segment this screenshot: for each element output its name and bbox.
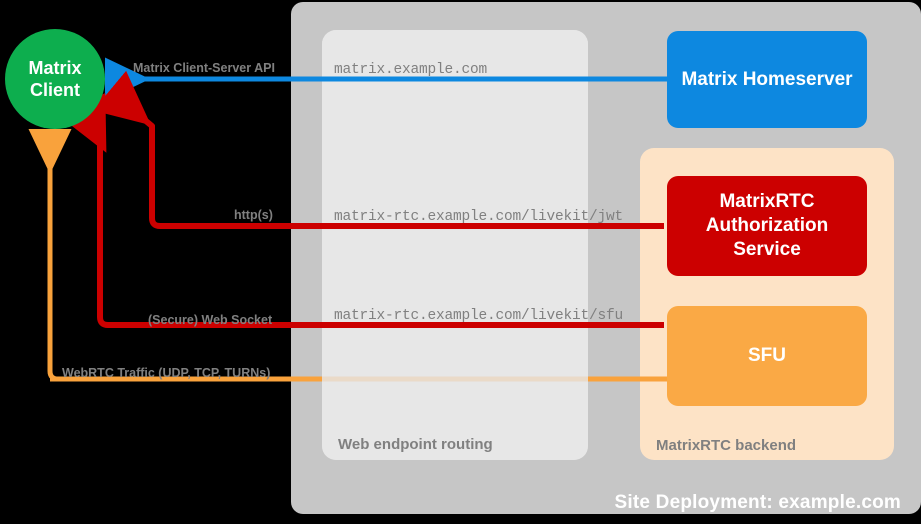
endpoint-livekit-sfu: matrix-rtc.example.com/livekit/sfu [334, 308, 624, 324]
web-endpoint-routing-label: Web endpoint routing [338, 436, 493, 453]
connection-label-secure-websocket: (Secure) Web Socket [148, 313, 273, 327]
node-matrixrtc-authorization-service[interactable]: MatrixRTC Authorization Service [667, 176, 867, 276]
endpoint-matrix-domain: matrix.example.com [334, 62, 488, 78]
node-matrix-homeserver-label: Matrix Homeserver [681, 68, 853, 90]
node-sfu-label: SFU [748, 345, 786, 366]
routing-box-overlay [322, 30, 588, 460]
connection-label-https: http(s) [234, 208, 273, 222]
node-matrix-homeserver[interactable]: Matrix Homeserver [667, 31, 867, 128]
connection-label-webrtc-traffic: WebRTC Traffic (UDP, TCP, TURNs) [62, 366, 271, 380]
auth-line-3: Service [733, 239, 801, 261]
node-matrix-client-label: Matrix Client [28, 57, 81, 102]
matrixrtc-backend-label: MatrixRTC backend [656, 437, 797, 454]
connection-label-client-server-api: Matrix Client-Server API [133, 61, 275, 75]
site-deployment-label: Site Deployment: example.com [614, 492, 901, 513]
endpoint-livekit-jwt: matrix-rtc.example.com/livekit/jwt [334, 209, 624, 225]
node-auth-service-label: MatrixRTC Authorization Service [706, 190, 828, 263]
auth-line-2: Authorization [705, 214, 829, 236]
client-line-2: Client [29, 80, 80, 100]
node-sfu[interactable]: SFU [667, 306, 867, 406]
auth-line-1: MatrixRTC [719, 190, 815, 212]
client-line-1: Matrix [28, 57, 82, 78]
node-matrix-client[interactable]: Matrix Client [5, 29, 105, 129]
